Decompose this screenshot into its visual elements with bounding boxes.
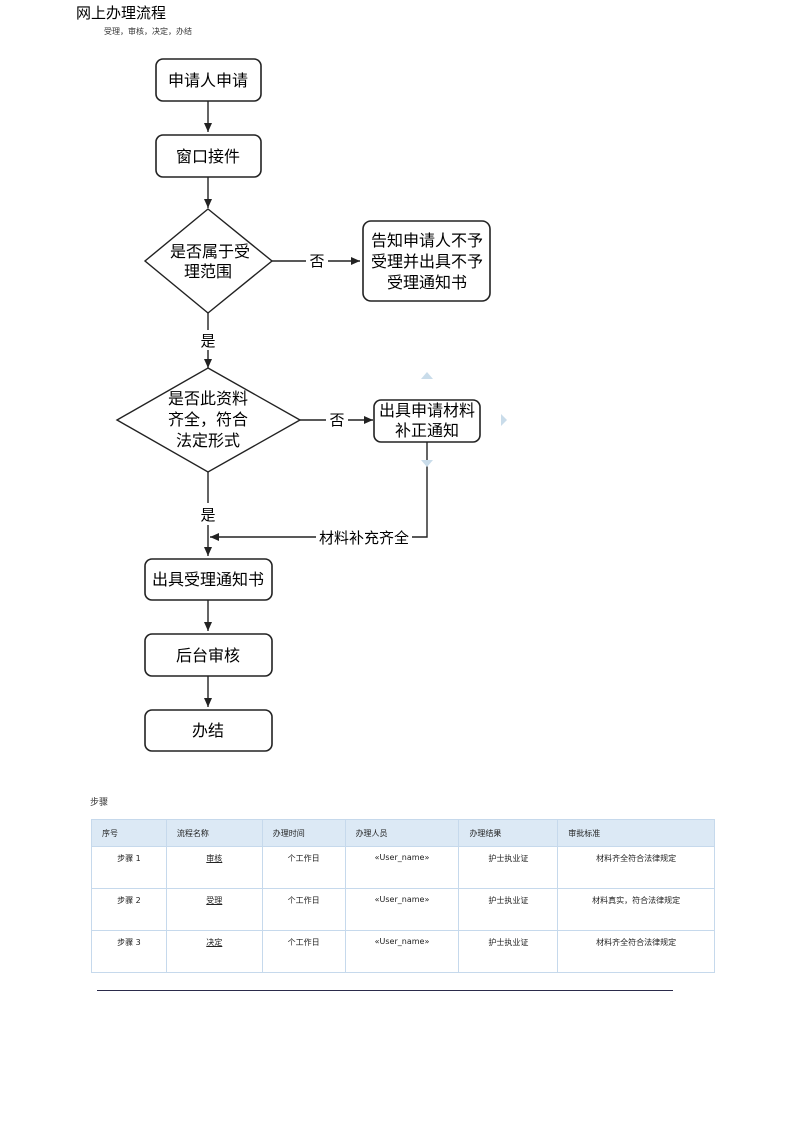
- horizontal-divider: [97, 990, 673, 991]
- table-row: 步骤 2 受理 个工作日 «User_name» 护士执业证 材料真实，符合法律…: [91, 888, 715, 931]
- cell-index: 步骤 3: [91, 930, 167, 973]
- flowchart: 申请人申请 窗口接件 是否属于受 理范围 告知申请人不予 受理并出具不予 受理通…: [115, 58, 507, 752]
- cell-staff: «User_name»: [344, 846, 460, 889]
- cell-standard: 材料真实，符合法律规定: [557, 888, 715, 931]
- header-index: 序号: [91, 819, 167, 847]
- edge-label-yes-1: 是: [200, 332, 215, 350]
- node-receive: [155, 134, 262, 178]
- node-review-label: 后台审核: [176, 646, 240, 665]
- faint-right-arrow-icon: [501, 414, 507, 426]
- edge-label-no-2: 否: [329, 411, 344, 429]
- header-standard: 审批标准: [557, 819, 715, 847]
- node-decision2-label-2: 齐全，符合: [168, 410, 248, 429]
- cell-staff: «User_name»: [344, 888, 460, 931]
- node-reject: [362, 220, 491, 302]
- node-start-label: 申请人申请: [168, 71, 248, 90]
- edge-label-complete: 材料补充齐全: [319, 529, 409, 547]
- cell-result: 护士执业证: [458, 930, 559, 973]
- cell-process-name-link[interactable]: 审核: [165, 846, 263, 889]
- table-row: 步骤 3 决定 个工作日 «User_name» 护士执业证 材料齐全符合法律规…: [91, 930, 715, 973]
- node-supplement-label-1: 出具申请材料: [379, 401, 475, 420]
- node-accept-notice-label: 出具受理通知书: [152, 570, 264, 589]
- node-finish: [144, 709, 273, 752]
- node-supplement: [373, 399, 481, 443]
- table-header-row: 序号 流程名称 办理时间 办理人员 办理结果 审批标准: [91, 819, 715, 847]
- cell-process-name-link[interactable]: 决定: [165, 930, 263, 973]
- cell-result: 护士执业证: [458, 888, 559, 931]
- node-decision1-label-1: 是否属于受: [170, 242, 250, 261]
- node-accept-notice: [144, 558, 273, 601]
- header-time: 办理时间: [261, 819, 346, 847]
- edge-label-yes-2: 是: [200, 506, 215, 524]
- cell-result: 护士执业证: [458, 846, 559, 889]
- node-start: [155, 58, 262, 102]
- node-review: [144, 633, 273, 677]
- faint-down-arrow-icon: [421, 460, 433, 467]
- edge-label-no-1: 否: [309, 252, 324, 270]
- cell-time: 个工作日: [261, 846, 346, 889]
- node-reject-label-1: 告知申请人不予: [371, 231, 483, 250]
- page-subtitle: 受理，审核，决定，办结: [104, 27, 192, 36]
- cell-index: 步骤 2: [91, 888, 167, 931]
- header-result: 办理结果: [458, 819, 559, 847]
- node-supplement-label-2: 补正通知: [395, 421, 459, 440]
- edge-supplement-return: [412, 442, 428, 538]
- steps-table: 序号 流程名称 办理时间 办理人员 办理结果 审批标准 步骤 1 审核 个工作日…: [91, 819, 715, 973]
- cell-process-name-link[interactable]: 受理: [165, 888, 263, 931]
- node-decision1: [143, 208, 274, 314]
- node-decision1-label-2: 理范围: [184, 262, 232, 281]
- node-decision2-label-3: 法定形式: [176, 431, 240, 450]
- cell-standard: 材料齐全符合法律规定: [557, 846, 715, 889]
- node-decision2: [115, 367, 302, 473]
- steps-section-label: 步骤: [90, 798, 109, 808]
- node-reject-label-2: 受理并出具不予: [371, 252, 483, 271]
- cell-time: 个工作日: [261, 930, 346, 973]
- node-receive-label: 窗口接件: [176, 147, 240, 166]
- node-decision2-label-1: 是否此资料: [168, 389, 248, 408]
- node-finish-label: 办结: [192, 721, 224, 740]
- cell-standard: 材料齐全符合法律规定: [557, 930, 715, 973]
- header-process-name: 流程名称: [165, 819, 263, 847]
- page-title: 网上办理流程: [76, 4, 167, 22]
- node-reject-label-3: 受理通知书: [387, 273, 467, 292]
- cell-staff: «User_name»: [344, 930, 460, 973]
- faint-up-arrow-icon: [421, 372, 433, 379]
- header-staff: 办理人员: [344, 819, 460, 847]
- cell-time: 个工作日: [261, 888, 346, 931]
- cell-index: 步骤 1: [91, 846, 167, 889]
- table-row: 步骤 1 审核 个工作日 «User_name» 护士执业证 材料齐全符合法律规…: [91, 846, 715, 889]
